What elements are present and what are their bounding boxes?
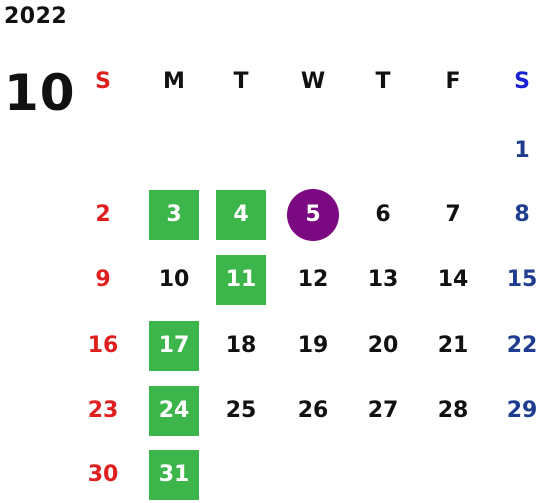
weekday-4: T <box>375 69 391 94</box>
day-cell-22[interactable]: 22 <box>506 333 538 358</box>
day-cell-12[interactable]: 12 <box>297 267 329 292</box>
weekday-6: S <box>514 69 530 94</box>
day-cell-28[interactable]: 28 <box>437 398 469 423</box>
day-cell-11[interactable]: 11 <box>216 255 266 305</box>
day-cell-5[interactable]: 5 <box>287 189 339 241</box>
day-cell-31[interactable]: 31 <box>149 450 199 500</box>
day-cell-6[interactable]: 6 <box>375 202 391 227</box>
day-cell-20[interactable]: 20 <box>367 333 399 358</box>
day-cell-29[interactable]: 29 <box>506 398 538 423</box>
day-cell-4[interactable]: 4 <box>216 190 266 240</box>
year-label: 2022 <box>4 4 68 29</box>
weekday-5: F <box>445 69 461 94</box>
day-cell-17[interactable]: 17 <box>149 321 199 371</box>
weekday-3: W <box>300 69 326 94</box>
day-cell-30[interactable]: 30 <box>87 462 119 487</box>
day-cell-27[interactable]: 27 <box>367 398 399 423</box>
day-cell-1[interactable]: 1 <box>514 138 530 163</box>
day-cell-16[interactable]: 16 <box>87 333 119 358</box>
day-cell-15[interactable]: 15 <box>506 267 538 292</box>
day-cell-18[interactable]: 18 <box>225 333 257 358</box>
day-cell-8[interactable]: 8 <box>514 202 530 227</box>
day-cell-7[interactable]: 7 <box>445 202 461 227</box>
day-cell-14[interactable]: 14 <box>437 267 469 292</box>
day-cell-13[interactable]: 13 <box>367 267 399 292</box>
day-cell-19[interactable]: 19 <box>297 333 329 358</box>
day-cell-26[interactable]: 26 <box>297 398 329 423</box>
day-cell-24[interactable]: 24 <box>149 386 199 436</box>
month-label: 10 <box>4 64 76 122</box>
day-cell-10[interactable]: 10 <box>158 267 190 292</box>
day-cell-9[interactable]: 9 <box>95 267 111 292</box>
weekday-1: M <box>163 69 185 94</box>
day-cell-21[interactable]: 21 <box>437 333 469 358</box>
weekday-0: S <box>95 69 111 94</box>
day-cell-25[interactable]: 25 <box>225 398 257 423</box>
day-cell-3[interactable]: 3 <box>149 190 199 240</box>
day-cell-23[interactable]: 23 <box>87 398 119 423</box>
day-cell-2[interactable]: 2 <box>95 202 111 227</box>
weekday-2: T <box>233 69 249 94</box>
